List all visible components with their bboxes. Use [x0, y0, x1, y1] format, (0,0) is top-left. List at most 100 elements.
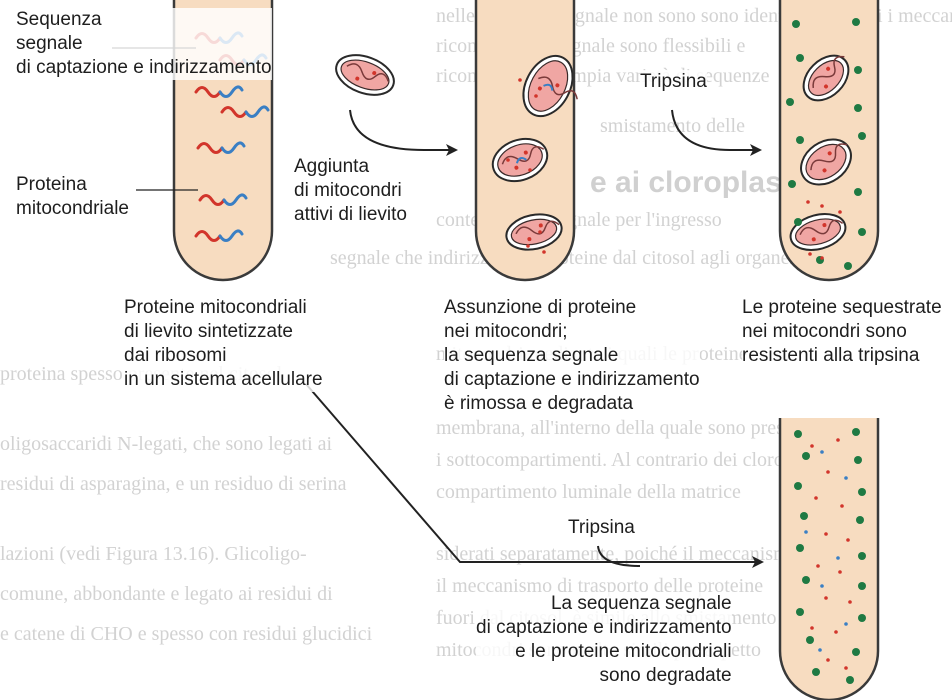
label-line: Assunzione di proteine: [444, 296, 700, 320]
label-line: di mitocondri: [294, 179, 407, 203]
label-line: di captazione e indirizzamento: [476, 616, 732, 640]
molecule-dot: [858, 488, 866, 496]
molecule-dot: [534, 94, 538, 98]
molecule-dot: [858, 582, 866, 590]
molecule-dot: [836, 438, 840, 442]
label-trypsin-bottom: Tripsina: [568, 516, 635, 540]
molecule-dot: [812, 668, 820, 676]
molecule-dot: [846, 538, 850, 542]
mitochondrion: [331, 48, 400, 102]
molecule-dot: [844, 666, 848, 670]
label-line: Aggiunta: [294, 155, 407, 179]
molecule-dot: [834, 630, 838, 634]
molecule-dot: [858, 614, 866, 622]
label-line: nei mitocondri sono: [742, 320, 942, 344]
molecule-dot: [806, 636, 814, 644]
molecule-dot: [802, 576, 810, 584]
molecule-dot: [794, 218, 802, 226]
label-cell-free-synthesis: Proteine mitocondriali di lievito sintet…: [124, 296, 323, 392]
molecule-dot: [810, 626, 814, 630]
molecule-dot: [800, 512, 808, 520]
molecule-dot: [794, 482, 802, 490]
label-line: è rimossa e degradata: [444, 392, 700, 416]
label-line: dai ribosomi: [124, 344, 323, 368]
molecule-dot: [858, 552, 866, 560]
molecule-dot: [506, 158, 510, 162]
label-signal-sequence: Sequenza segnale di captazione e indiriz…: [16, 8, 272, 80]
label-line: mitocondriale: [16, 197, 129, 221]
label-line: Tripsina: [640, 70, 707, 94]
label-line: Tripsina: [568, 516, 635, 540]
molecule-dot: [818, 648, 822, 652]
label-line: di captazione e indirizzamento: [16, 56, 272, 80]
molecule-dot: [806, 200, 810, 204]
molecule-dot: [838, 570, 842, 574]
molecule-dot: [796, 544, 804, 552]
label-add-mitochondria: Aggiunta di mitocondri attivi di lievito: [294, 155, 407, 227]
molecule-dot: [542, 250, 546, 254]
label-uptake: Assunzione di proteine nei mitocondri; l…: [444, 296, 700, 416]
molecule-dot: [820, 256, 824, 260]
molecule-dot: [804, 530, 808, 534]
molecule-dot: [786, 98, 794, 106]
label-degraded: La sequenza segnale di captazione e indi…: [476, 592, 732, 688]
molecule-dot: [824, 532, 828, 536]
molecule-dot: [788, 180, 796, 188]
molecule-dot: [794, 430, 802, 438]
molecule-dot: [808, 252, 812, 256]
molecule-dot: [844, 622, 848, 626]
molecule-dot: [856, 516, 864, 524]
molecule-dot: [820, 584, 824, 588]
label-mitochondrial-protein: Proteina mitocondriale: [16, 173, 129, 221]
label-line: nei mitocondri;: [444, 320, 700, 344]
molecule-dot: [802, 452, 810, 460]
molecule-dot: [528, 168, 532, 172]
molecule-dot: [854, 104, 862, 112]
molecule-dot: [796, 608, 804, 616]
molecule-dot: [792, 20, 800, 28]
label-line: di lievito sintetizzate: [124, 320, 323, 344]
molecule-dot: [858, 132, 866, 140]
label-line: sono degradate: [476, 664, 732, 688]
molecule-dot: [848, 600, 852, 604]
molecule-dot: [816, 564, 820, 568]
molecule-dot: [844, 476, 848, 480]
label-line: la sequenza segnale: [444, 344, 700, 368]
molecule-dot: [854, 66, 862, 74]
molecule-dot: [846, 676, 854, 684]
molecule-dot: [824, 596, 828, 600]
molecule-dot: [858, 228, 866, 236]
label-line: Proteine mitocondriali: [124, 296, 323, 320]
molecule-dot: [836, 556, 840, 560]
molecule-dot: [826, 470, 830, 474]
label-line: di captazione e indirizzamento: [444, 368, 700, 392]
molecule-dot: [844, 262, 852, 270]
label-sequestered-resistant: Le proteine sequestrate nei mitocondri s…: [742, 296, 942, 368]
molecule-dot: [796, 136, 804, 144]
molecule-dot: [810, 444, 814, 448]
label-line: segnale: [16, 32, 272, 56]
label-line: resistenti alla tripsina: [742, 344, 942, 368]
molecule-dot: [838, 210, 842, 214]
trypsin-top-arrow: [672, 110, 760, 150]
molecule-dot: [852, 648, 860, 656]
molecule-dot: [854, 456, 862, 464]
molecule-dot: [852, 428, 860, 436]
molecule-dot: [526, 244, 530, 248]
label-line: in un sistema acellulare: [124, 368, 323, 392]
molecule-dot: [852, 18, 860, 26]
label-line: Le proteine sequestrate: [742, 296, 942, 320]
label-line: e le proteine mitocondriali: [476, 640, 732, 664]
molecule-dot: [854, 188, 862, 196]
label-line: Proteina: [16, 173, 129, 197]
molecule-dot: [820, 204, 824, 208]
add-mitochondria-arrow: [350, 110, 456, 150]
molecule-dot: [814, 496, 818, 500]
molecule-dot: [820, 450, 824, 454]
molecule-dot: [796, 54, 804, 62]
label-line: attivi di lievito: [294, 203, 407, 227]
label-trypsin-top: Tripsina: [640, 70, 707, 94]
molecule-dot: [840, 504, 844, 508]
label-line: La sequenza segnale: [476, 592, 732, 616]
